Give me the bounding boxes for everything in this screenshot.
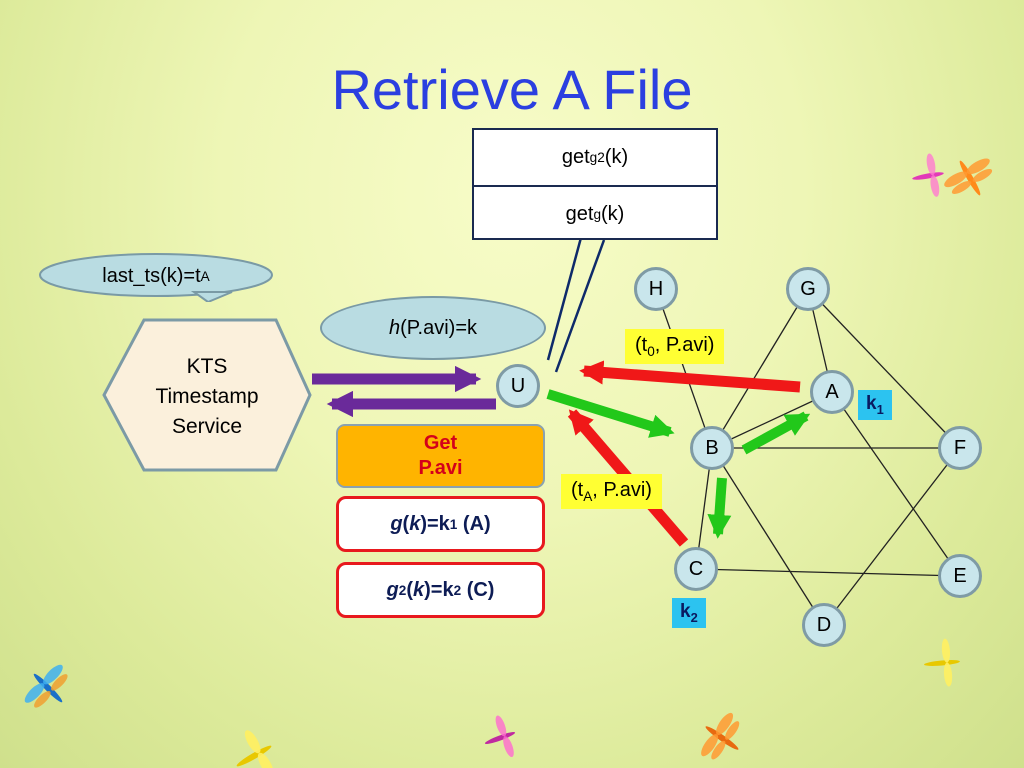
dragonfly-icon <box>236 730 274 768</box>
map-target: (A) <box>457 512 491 535</box>
label-ta-pavi: (tA, P.avi) <box>561 474 662 509</box>
get-box-line2: P.avi <box>418 457 463 479</box>
node-h: H <box>634 267 678 311</box>
hash-function: h <box>388 316 401 339</box>
kts-hexagon <box>102 318 312 472</box>
node-u: U <box>496 364 540 408</box>
last-ts-subscript: A <box>200 268 210 284</box>
key-label-k1: k1 <box>858 390 892 420</box>
map-key: k <box>409 512 421 535</box>
hash-text: (P.avi)=k <box>400 316 477 339</box>
node-g: G <box>786 267 830 311</box>
green-arrow-u-to-b <box>546 389 675 438</box>
slide-title: Retrieve A File <box>331 58 693 121</box>
dragonfly-icon <box>701 712 740 760</box>
map-eq: )=k <box>424 578 454 601</box>
label-subscript: A <box>583 489 593 504</box>
map-subscript: 1 <box>449 516 458 532</box>
command-text: get <box>565 203 594 225</box>
green-arrow-b-to-a <box>741 411 811 455</box>
hash-bubble: h(P.avi)=k <box>320 296 546 360</box>
node-e: E <box>938 554 982 598</box>
node-a: A <box>810 370 854 414</box>
map-open: ( <box>406 578 413 601</box>
label-subscript: 0 <box>647 344 655 359</box>
key-subscript: 1 <box>876 401 884 417</box>
node-f: F <box>938 426 982 470</box>
dragonfly-icon <box>944 158 993 196</box>
node-b: B <box>690 426 734 470</box>
kts-line3: Service <box>171 415 243 438</box>
map-key: k <box>412 578 425 601</box>
get-box-line1: Get <box>423 432 458 454</box>
command-arg: (k) <box>604 146 629 168</box>
get-file-box: Get P.avi <box>336 424 545 488</box>
dragonfly-icon <box>24 664 68 708</box>
map-target: (C) <box>461 578 495 601</box>
command-subscript: g <box>593 207 602 222</box>
node-d: D <box>802 603 846 647</box>
map-func: g <box>386 578 399 601</box>
label-t0-pavi: (t0, P.avi) <box>625 329 725 364</box>
node-c: C <box>674 547 718 591</box>
map-subscript: 2 <box>453 582 462 598</box>
key-text: k <box>680 601 691 622</box>
map-eq: )=k <box>420 512 450 535</box>
dragonfly-icon <box>912 153 944 197</box>
label-text-tail: , P.avi) <box>654 334 715 356</box>
label-text: (t <box>571 479 584 501</box>
kts-line2: Timestamp <box>155 385 259 408</box>
green-arrow-b-to-c <box>707 477 732 539</box>
command-arg: (k) <box>601 203 625 225</box>
dragonfly-icon <box>924 638 960 687</box>
red-arrow-a-to-u <box>579 360 801 393</box>
last-ts-bubble-shape <box>39 253 273 302</box>
last-ts-text: last_ts(k)=t <box>102 264 201 287</box>
map-func: g <box>390 512 403 535</box>
key-label-k2: k2 <box>672 598 706 628</box>
kts-line1: KTS <box>186 355 228 378</box>
label-text: (t <box>635 334 648 356</box>
dragonfly-icon <box>484 715 516 758</box>
key-text: k <box>866 393 877 414</box>
command-text: get <box>561 146 590 168</box>
map-func-subscript: 2 <box>398 582 407 598</box>
map-open: ( <box>402 512 410 535</box>
key-subscript: 2 <box>690 609 698 625</box>
label-text-tail: , P.avi) <box>592 479 652 501</box>
command-subscript: g2 <box>589 150 605 165</box>
kts-service-label: KTS Timestamp Service <box>104 352 310 442</box>
